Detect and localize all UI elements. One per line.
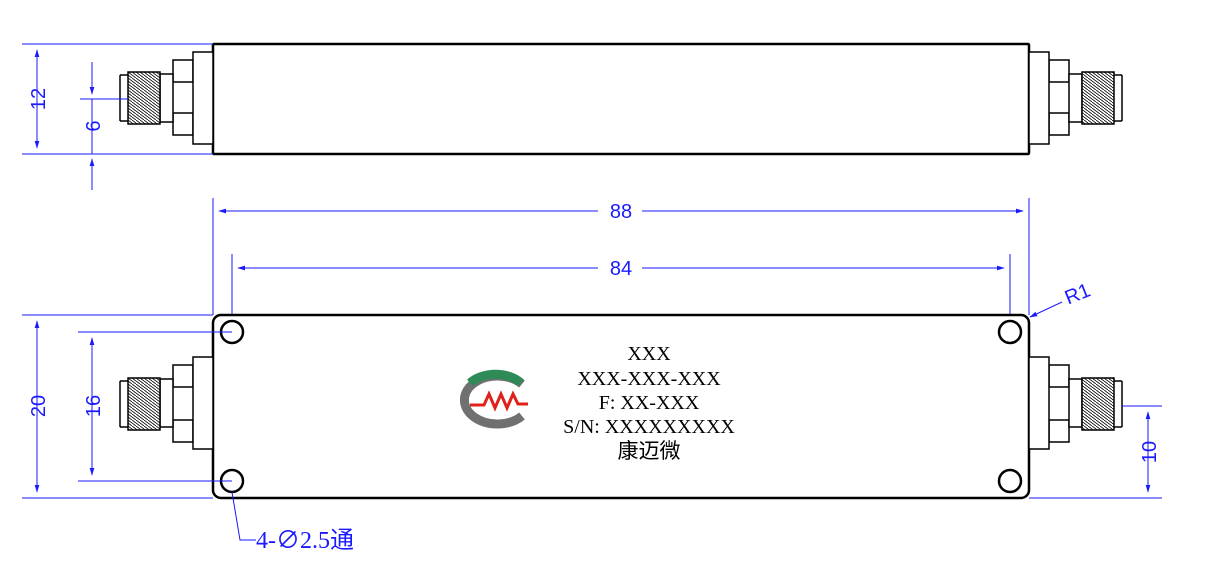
hole-note-text: 4-∅2.5通	[256, 528, 354, 554]
hole-note: 4-∅2.5通	[231, 491, 354, 554]
dim-width-overall: 20	[22, 314, 213, 499]
dim-connector-offset-text: 10	[1139, 441, 1161, 463]
dim-corner-radius: R1	[1029, 279, 1094, 318]
mounting-hole-top-right	[997, 319, 1023, 345]
top-view-right-connector	[1028, 356, 1123, 450]
dim-width-overall-text: 20	[28, 395, 50, 417]
dim-hole-spacing-y-text: 16	[83, 395, 105, 417]
side-view-left-connector	[119, 51, 214, 145]
dim-hole-spacing-x-text: 84	[610, 258, 632, 280]
label-line-2: XXX-XXX-XXX	[577, 368, 721, 390]
dim-height-top: 12	[22, 43, 213, 155]
label-line-3: F: XX-XXX	[599, 392, 700, 414]
top-view-left-connector	[119, 356, 214, 450]
dim-corner-radius-text: R1	[1062, 279, 1094, 309]
dim-connector-offset: 10	[1029, 405, 1162, 499]
side-view: 12 6	[22, 42, 1123, 190]
company-logo	[459, 369, 528, 429]
label-line-4: S/N: XXXXXXXXX	[563, 416, 735, 438]
top-view: XXX XXX-XXX-XXX F: XX-XXX S/N: XXXXXXXXX…	[22, 279, 1162, 554]
dim-height-top-text: 12	[28, 88, 50, 110]
label-line-1: XXX	[627, 343, 671, 365]
dim-length-overall: 88	[212, 198, 1030, 315]
dim-connector-height-text: 6	[83, 120, 105, 131]
dim-hole-spacing-x: 84	[231, 254, 1011, 318]
dim-hole-spacing-y: 16	[78, 331, 232, 482]
side-view-body	[211, 42, 1031, 156]
mounting-hole-bottom-right	[997, 468, 1023, 494]
dim-length-overall-text: 88	[610, 201, 632, 223]
side-view-right-connector	[1028, 51, 1123, 145]
dim-connector-height: 6	[80, 62, 128, 190]
label-line-5: 康迈微	[618, 439, 681, 463]
